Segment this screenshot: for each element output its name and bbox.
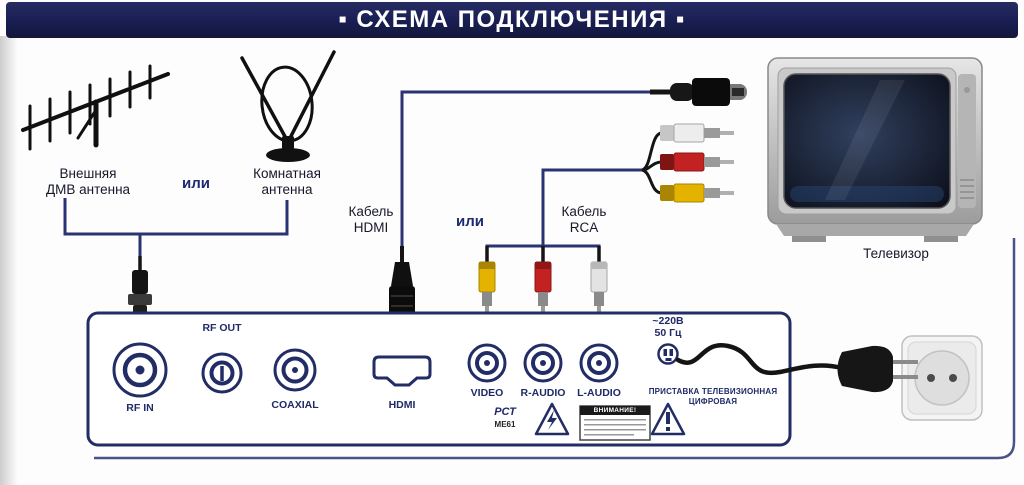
hdmi-cable-label-line2: HDMI bbox=[353, 220, 389, 235]
rca-plug-white bbox=[660, 123, 734, 143]
rca-connector-red-bottom bbox=[534, 246, 552, 319]
hdmi-cable-label: Кабель HDMI bbox=[349, 204, 394, 236]
tv-graphic bbox=[767, 57, 983, 242]
wall-socket bbox=[901, 335, 983, 421]
power-cord bbox=[675, 343, 845, 376]
r-audio-label: R-AUDIO bbox=[520, 387, 566, 399]
rca-cable-label: Кабель RCA bbox=[562, 204, 607, 236]
cert-code-label: ME61 bbox=[494, 420, 516, 429]
indoor-antenna-label: Комнатная антенна bbox=[253, 166, 321, 198]
tv-control-strip bbox=[958, 74, 976, 208]
tv-screen bbox=[783, 73, 951, 209]
power-plug bbox=[837, 345, 918, 393]
rca-plugs-top bbox=[641, 123, 734, 203]
frame-border-line bbox=[94, 238, 1016, 460]
indoor-antenna-graphic bbox=[240, 50, 336, 162]
external-antenna-label-line2: ДМВ антенна bbox=[45, 182, 131, 197]
power-inlet-icon bbox=[657, 343, 679, 365]
page-edge-shading bbox=[0, 36, 18, 485]
page-title: ▪ СХЕМА ПОДКЛЮЧЕНИЯ ▪ bbox=[338, 6, 686, 33]
rst-mark-label: РСТ bbox=[494, 406, 516, 418]
rca-cable-label-line2: RCA bbox=[569, 220, 599, 235]
set-top-box-panel bbox=[86, 311, 792, 447]
hdmi-plug-top bbox=[650, 78, 747, 106]
device-name-line2: ЦИФРОВАЯ bbox=[688, 397, 738, 406]
hdmi-cable-label-line1: Кабель bbox=[348, 204, 394, 219]
device-name-label: ПРИСТАВКА ТЕЛЕВИЗИОННАЯ ЦИФРОВАЯ bbox=[649, 387, 778, 407]
external-antenna-label: Внешняя ДМВ антенна bbox=[46, 166, 130, 198]
power-rating-line1: ~220В bbox=[652, 315, 684, 327]
l-audio-jack bbox=[579, 343, 619, 383]
hdmi-port-label: HDMI bbox=[388, 399, 416, 411]
external-antenna-label-line1: Внешняя bbox=[59, 166, 117, 181]
or-label-mid: или bbox=[456, 213, 484, 230]
tv-label: Телевизор bbox=[863, 246, 929, 261]
rf-out-label: RF OUT bbox=[202, 322, 242, 334]
coaxial-label: COAXIAL bbox=[271, 399, 319, 411]
power-rating-label: ~220В 50 Гц bbox=[652, 315, 683, 339]
antenna-connection-line bbox=[63, 198, 289, 260]
external-antenna-graphic bbox=[21, 64, 170, 151]
rf-in-label: RF IN bbox=[126, 402, 154, 414]
rf-out-jack bbox=[201, 352, 243, 394]
or-label-left: или bbox=[182, 175, 210, 192]
attention-box-header: ВНИМАНИЕ! bbox=[580, 406, 650, 415]
rca-cable-label-line1: Кабель bbox=[561, 204, 607, 219]
power-rating-line2: 50 Гц bbox=[654, 327, 682, 339]
video-jack bbox=[467, 343, 507, 383]
r-audio-jack bbox=[523, 343, 563, 383]
video-label: VIDEO bbox=[470, 387, 504, 399]
rca-connector-yellow-bottom bbox=[478, 246, 496, 319]
rca-connector-white-bottom bbox=[590, 246, 608, 319]
coaxial-jack bbox=[273, 348, 317, 392]
exclamation-warning-icon bbox=[650, 402, 686, 436]
indoor-antenna-label-line1: Комнатная bbox=[253, 166, 321, 181]
device-name-line1: ПРИСТАВКА ТЕЛЕВИЗИОННАЯ bbox=[648, 387, 778, 396]
lightning-warning-icon bbox=[534, 402, 570, 436]
rf-in-jack bbox=[112, 342, 168, 398]
hdmi-connection-line bbox=[400, 90, 652, 248]
rca-plug-yellow bbox=[660, 183, 734, 203]
title-banner: ▪ СХЕМА ПОДКЛЮЧЕНИЯ ▪ bbox=[6, 2, 1018, 38]
rca-plug-red bbox=[660, 152, 734, 172]
rca-pigtails bbox=[641, 131, 663, 195]
l-audio-label: L-AUDIO bbox=[577, 387, 621, 399]
hdmi-port bbox=[372, 355, 432, 387]
indoor-antenna-label-line2: антенна bbox=[261, 182, 313, 197]
